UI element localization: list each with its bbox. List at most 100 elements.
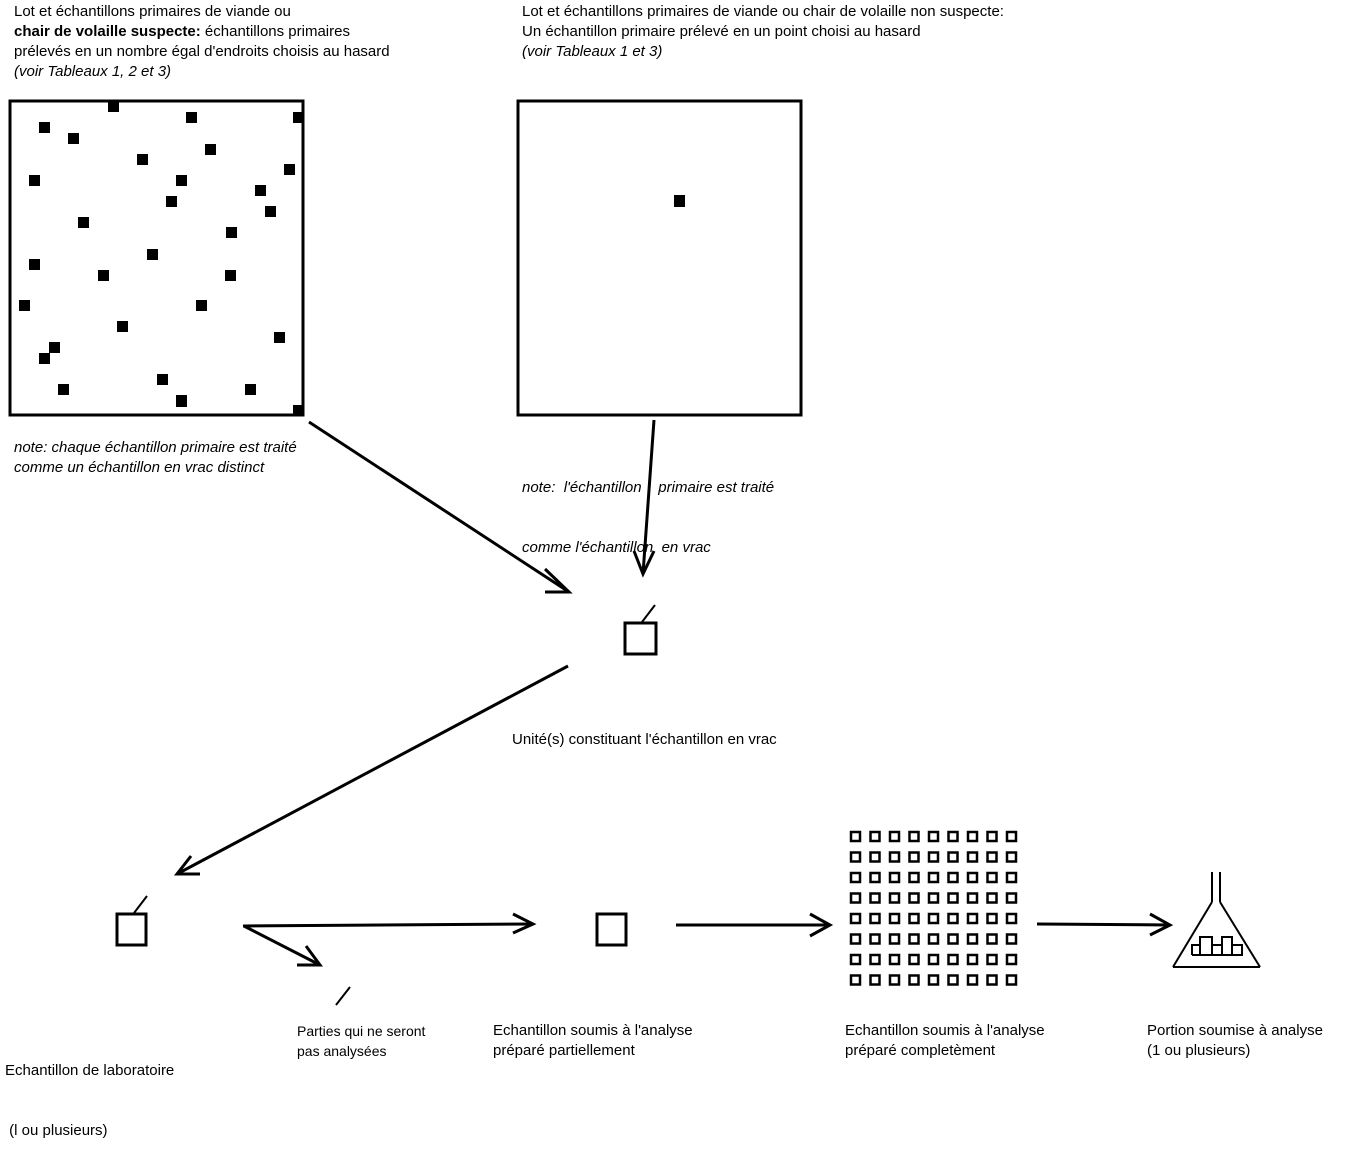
sample-unit xyxy=(966,974,979,986)
primary-sample xyxy=(29,175,40,186)
sample-unit xyxy=(947,953,959,966)
sample-unit xyxy=(927,953,940,966)
primary-sample xyxy=(176,175,187,186)
sample-unit xyxy=(986,892,998,904)
fully-prepared-label: Echantillon soumis à l'analyse préparé c… xyxy=(845,1021,1045,1061)
sample-unit xyxy=(888,933,901,945)
primary-sample xyxy=(196,300,207,311)
suspect-lot-title-bold: chair de volaille suspecte: xyxy=(14,23,201,40)
sample-unit xyxy=(869,974,881,986)
primary-sample xyxy=(186,112,197,123)
primary-sample xyxy=(78,217,89,228)
sample-unit xyxy=(1005,933,1018,945)
primary-sample xyxy=(166,196,177,207)
sample-unit xyxy=(947,892,959,904)
arrow-laboratory-to-discarded xyxy=(243,924,323,967)
non-suspect-primary-sample xyxy=(674,195,685,207)
sample-unit xyxy=(1005,851,1018,863)
fully-prepared-label-line1: Echantillon soumis à l'analyse xyxy=(845,1022,1045,1039)
sample-unit xyxy=(908,892,920,904)
sample-unit xyxy=(927,892,940,904)
sample-unit xyxy=(908,851,920,863)
suspect-lot-title-rest: échantillons primaires xyxy=(200,23,350,40)
partially-prepared-label: Echantillon soumis à l'analyse préparé p… xyxy=(493,1021,693,1061)
discarded-parts-label: Parties qui ne seront pas analysées xyxy=(297,1021,425,1061)
primary-sample xyxy=(245,384,256,395)
arrow-nonsuspect-to-bulk xyxy=(632,419,656,578)
sample-unit xyxy=(966,871,979,884)
sample-unit xyxy=(927,830,940,843)
sample-unit xyxy=(966,830,979,843)
non-suspect-lot-box xyxy=(516,99,803,417)
sample-unit xyxy=(1005,871,1018,884)
sample-unit xyxy=(869,851,881,863)
primary-sample xyxy=(205,144,216,155)
sample-unit xyxy=(908,871,920,884)
sample-unit xyxy=(986,953,998,966)
sample-unit xyxy=(1005,892,1018,904)
sample-unit xyxy=(888,953,901,966)
sample-unit xyxy=(849,933,862,945)
sample-unit xyxy=(966,892,979,904)
sample-unit xyxy=(947,974,959,986)
partially-prepared-sample-icon xyxy=(595,912,628,947)
fully-prepared-label-line2: préparé completèment xyxy=(845,1042,996,1059)
primary-sample xyxy=(68,133,79,144)
analytical-portion-label-line1: Portion soumise à analyse xyxy=(1147,1022,1323,1039)
suspect-lot-reference: (voir Tableaux 1, 2 et 3) xyxy=(14,63,172,80)
arrow-laboratory-to-partially-prepared xyxy=(242,912,537,935)
arrow-fully-to-analytical-portion xyxy=(1036,912,1174,937)
sample-unit xyxy=(869,912,881,925)
sample-unit xyxy=(966,912,979,925)
arrow-partially-to-fully-prepared xyxy=(676,912,834,938)
suspect-lot-heading: Lot et échantillons primaires de viande … xyxy=(14,2,390,82)
laboratory-sample-label-line2: (l ou plusieurs) xyxy=(5,1122,108,1139)
sample-unit xyxy=(947,871,959,884)
sample-unit xyxy=(849,912,862,925)
sample-unit xyxy=(1005,953,1018,966)
sample-unit xyxy=(927,851,940,863)
sample-unit xyxy=(986,974,998,986)
primary-sample xyxy=(226,227,237,238)
non-suspect-lot-note: note: l'échantillon primaire est traité … xyxy=(522,438,774,578)
suspect-lot-note-line2: comme un échantillon en vrac distinct xyxy=(14,459,265,476)
suspect-lot-title-line1: Lot et échantillons primaires de viande … xyxy=(14,3,291,20)
sample-unit xyxy=(869,933,881,945)
sample-unit xyxy=(908,933,920,945)
sample-unit xyxy=(888,912,901,925)
discarded-parts-label-line2: pas analysées xyxy=(297,1043,387,1059)
sample-unit xyxy=(947,933,959,945)
non-suspect-lot-note-line1: note: l'échantillon primaire est traité xyxy=(522,479,775,496)
primary-sample xyxy=(265,206,276,217)
suspect-lot-title-line2: chair de volaille suspecte: échantillons… xyxy=(14,22,390,42)
sample-unit xyxy=(908,953,920,966)
analytical-portion-label-line2: (1 ou plusieurs) xyxy=(1147,1042,1251,1059)
sample-unit xyxy=(947,830,959,843)
sample-unit xyxy=(908,830,920,843)
sample-unit xyxy=(908,912,920,925)
sample-unit xyxy=(986,871,998,884)
sample-unit xyxy=(849,830,862,843)
sample-unit xyxy=(1005,830,1018,843)
suspect-lot-box xyxy=(8,99,305,417)
sample-unit xyxy=(986,851,998,863)
primary-sample xyxy=(293,405,304,416)
discarded-parts-icon xyxy=(335,986,351,1006)
primary-sample xyxy=(117,321,128,332)
sample-unit xyxy=(966,851,979,863)
laboratory-sample-icon xyxy=(115,895,148,947)
sample-unit xyxy=(927,974,940,986)
analytical-portion-flask-icon xyxy=(1172,872,1261,968)
sample-unit xyxy=(927,933,940,945)
discarded-parts-label-line1: Parties qui ne seront xyxy=(297,1023,426,1039)
primary-sample xyxy=(225,270,236,281)
non-suspect-lot-title-line2: Un échantillon primaire prélevé en un po… xyxy=(522,23,921,40)
primary-sample xyxy=(108,101,119,112)
non-suspect-lot-reference: (voir Tableaux 1 et 3) xyxy=(522,43,663,60)
sample-unit xyxy=(927,871,940,884)
partially-prepared-label-line2: préparé partiellement xyxy=(493,1042,635,1059)
primary-sample xyxy=(39,353,50,364)
sample-unit xyxy=(869,892,881,904)
primary-sample xyxy=(274,332,285,343)
primary-sample xyxy=(157,374,168,385)
